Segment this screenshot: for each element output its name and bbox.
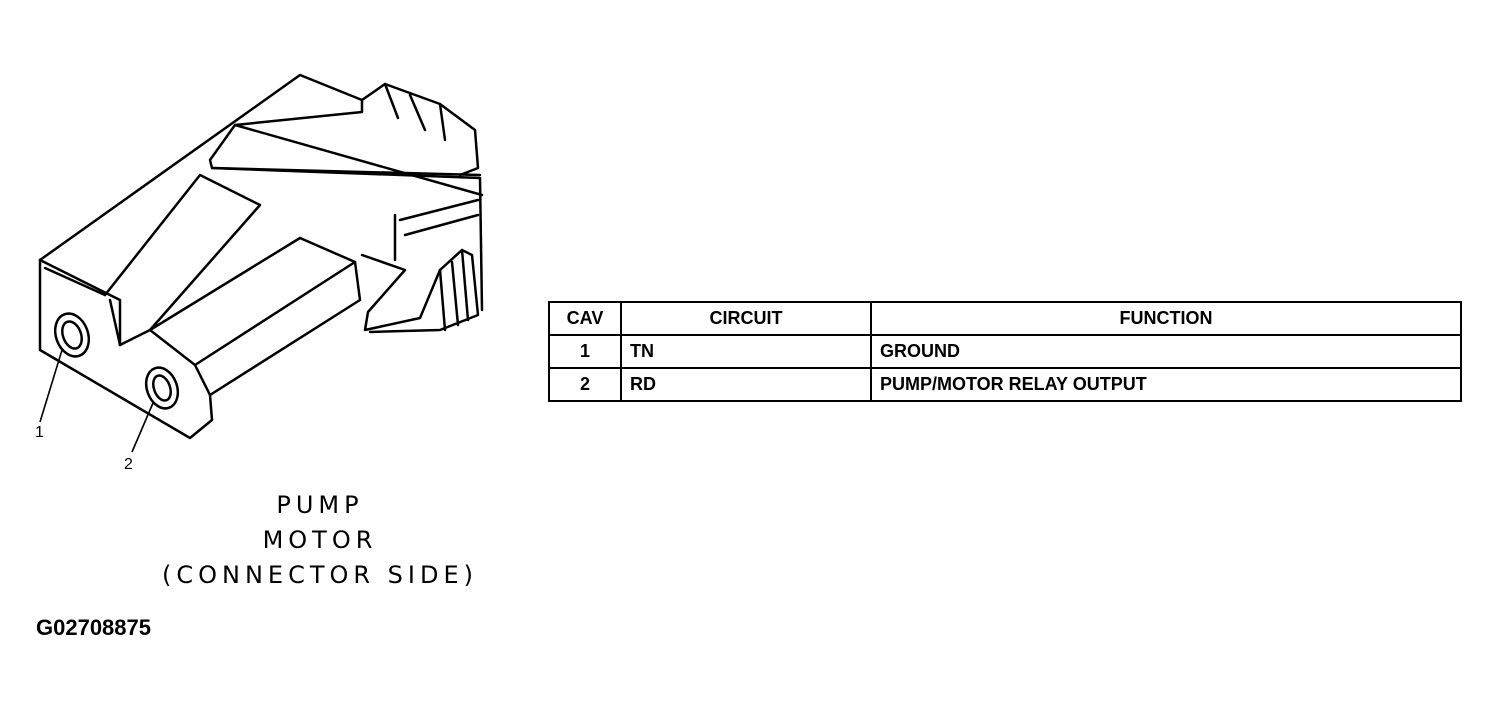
cavity-2: [144, 366, 180, 410]
cell-cav: 2: [548, 367, 622, 402]
cell-function: PUMP/MOTOR RELAY OUTPUT: [870, 367, 1462, 402]
header-function: FUNCTION: [870, 301, 1462, 336]
figure-id: G02708875: [36, 615, 151, 640]
connector-top: [38, 73, 482, 262]
table-row: 1 TN GROUND: [548, 334, 1462, 369]
pin-table: CAV CIRCUIT FUNCTION 1 TN GROUND 2 RD PU…: [548, 301, 1462, 402]
cell-circuit: RD: [620, 367, 872, 402]
table-row: 2 RD PUMP/MOTOR RELAY OUTPUT: [548, 367, 1462, 402]
connector-rib: [148, 236, 357, 367]
lock-tab: [360, 248, 480, 334]
caption-line-2: MOTOR: [262, 526, 378, 554]
cell-circuit: TN: [620, 334, 872, 369]
header-cav: CAV: [548, 301, 622, 336]
pin-label-1: 1: [35, 424, 44, 441]
cell-cav: 1: [548, 334, 622, 369]
connector-illustration: [38, 73, 484, 453]
cell-function: GROUND: [870, 334, 1462, 369]
caption-line-3: (CONNECTOR SIDE): [161, 561, 478, 589]
cavity-1: [53, 312, 91, 358]
table-header-row: CAV CIRCUIT FUNCTION: [548, 301, 1462, 336]
caption-line-1: PUMP: [276, 491, 364, 519]
header-circuit: CIRCUIT: [620, 301, 872, 336]
pin-label-2: 2: [124, 456, 133, 473]
leader-line-2: [131, 402, 154, 453]
rear-latch: [360, 82, 480, 177]
connector-face: [38, 258, 214, 440]
leader-line-1: [39, 349, 63, 423]
